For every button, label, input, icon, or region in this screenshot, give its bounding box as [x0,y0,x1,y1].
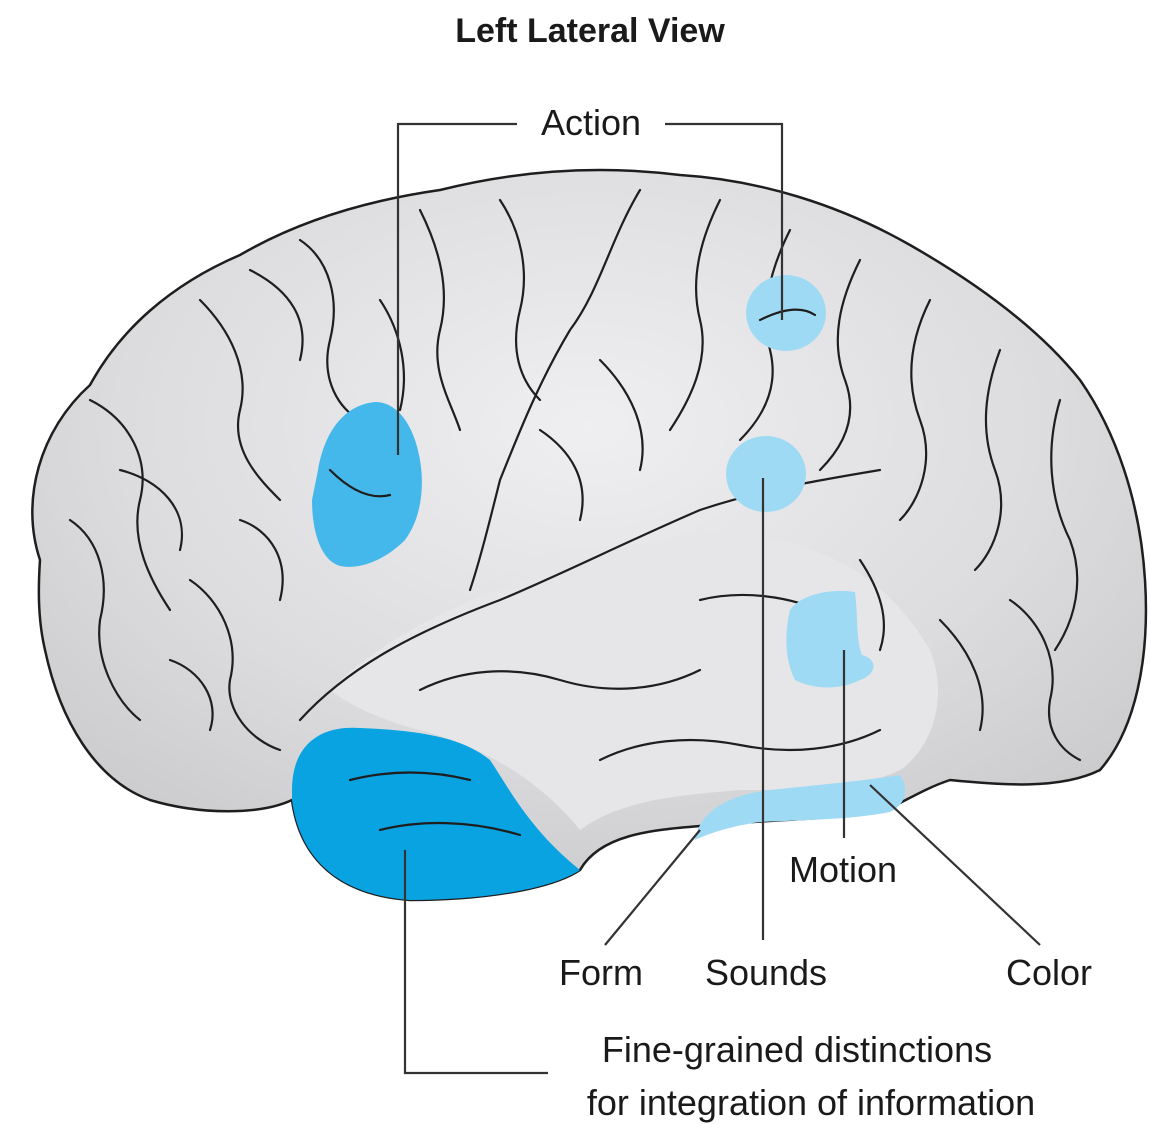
form-leader [605,830,700,945]
action-region-parietal [746,275,826,351]
label-fine-grained-line2: for integration of information [587,1082,1035,1123]
sounds-region [726,436,806,512]
label-sounds: Sounds [705,952,827,993]
diagram-title: Left Lateral View [455,12,725,50]
label-form: Form [559,952,643,993]
label-motion: Motion [789,849,897,890]
label-fine-grained-line1: Fine-grained distinctions [602,1029,992,1070]
brain [32,170,1146,900]
label-action: Action [541,102,641,143]
label-color: Color [1006,952,1092,993]
